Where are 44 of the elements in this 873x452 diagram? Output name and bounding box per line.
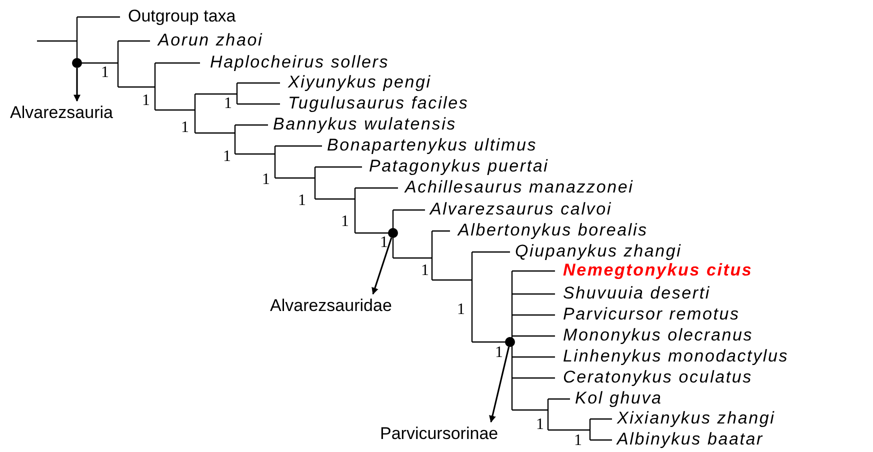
support-value: 1: [101, 64, 109, 82]
support-value: 1: [380, 234, 388, 252]
clade-node-dot: [72, 58, 82, 68]
support-value: 1: [495, 344, 503, 362]
support-value: 1: [262, 171, 270, 189]
taxon-label: Haplocheirus sollers: [210, 54, 390, 72]
taxon-label: Shuvuuia deserti: [563, 284, 710, 304]
taxon-label: Aorun zhaoi: [158, 32, 264, 50]
taxon-label: Ceratonykus oculatus: [563, 368, 752, 388]
support-value: 1: [181, 119, 189, 137]
taxon-label: Albertonykus borealis: [458, 222, 648, 240]
arrow: [372, 238, 392, 295]
arrow: [489, 346, 510, 423]
taxon-label: Bonapartenykus ultimus: [327, 136, 538, 156]
taxon-label: Qiupanykus zhangi: [515, 242, 682, 262]
support-value: 1: [341, 213, 349, 231]
taxon-label: Outgroup taxa: [128, 8, 236, 26]
taxon-label: Albinykus baatar: [617, 430, 764, 450]
support-value: 1: [142, 92, 150, 110]
support-value: 1: [298, 192, 306, 210]
clade-node-dot: [505, 337, 515, 347]
support-value: 1: [574, 432, 582, 450]
taxon-label: Bannykus wulatensis: [273, 116, 456, 134]
support-value: 1: [223, 148, 231, 166]
support-value: 1: [536, 416, 544, 434]
support-value: 1: [224, 95, 232, 113]
taxon-label: Linhenykus monodactylus: [563, 348, 789, 366]
clade-name: Alvarezsauria: [10, 104, 113, 123]
taxon-label: Kol ghuva: [575, 390, 662, 408]
taxon-label: Parvicursor remotus: [563, 306, 740, 324]
taxon-label: Mononykus olecranus: [563, 326, 754, 346]
clade-name: Parvicursorinae: [380, 425, 498, 444]
taxon-label: Alvarezsaurus calvoi: [430, 200, 612, 220]
highlighted-taxon-label: Nemegtonykus citus: [563, 262, 753, 280]
support-value: 1: [421, 262, 429, 280]
arrow: [74, 68, 80, 102]
taxon-label: Patagonykus puertai: [369, 158, 549, 176]
taxon-label: Achillesaurus manazzonei: [405, 178, 634, 198]
support-value: 1: [457, 301, 465, 319]
taxon-label: Tugulusaurus faciles: [288, 94, 469, 114]
clade-name: Alvarezsauridae: [270, 297, 392, 316]
taxon-label: Xiyunykus pengi: [288, 74, 432, 92]
taxon-label: Xixianykus zhangi: [617, 410, 776, 428]
clade-node-dot: [388, 228, 398, 238]
